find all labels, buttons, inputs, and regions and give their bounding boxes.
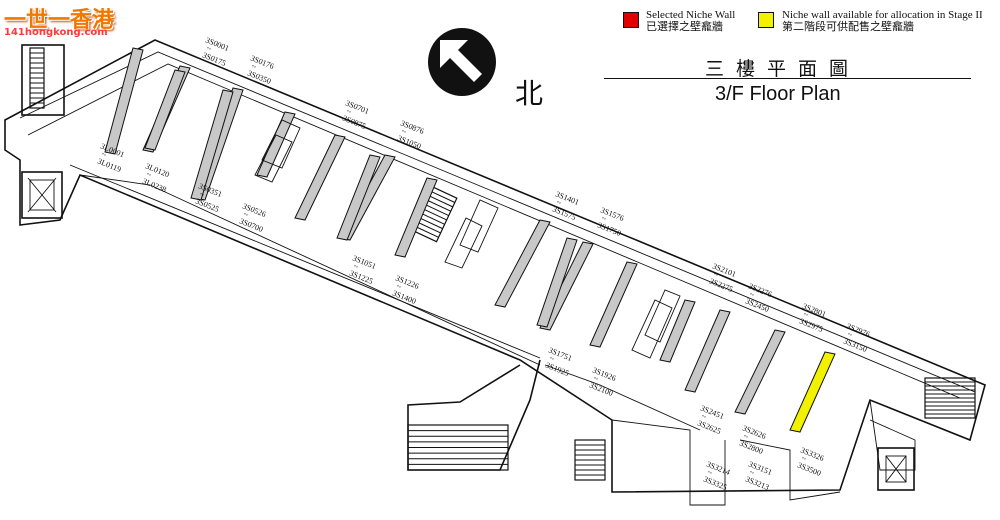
niche-label-end: 3S1225 [348, 269, 374, 287]
niche-wall [659, 299, 696, 363]
niche-label-sep: ~ [742, 432, 750, 442]
legend-selected: Selected Niche Wall 已選擇之壁龕牆 [646, 9, 735, 33]
legend-available: Niche wall available for allocation in S… [782, 9, 983, 33]
staircase-annex [407, 424, 606, 481]
site-logo: 一世一香港 141hongkong.com [2, 2, 128, 40]
niche-label-sep: ~ [706, 468, 714, 478]
niche-label-sep: ~ [198, 190, 206, 200]
niche-wall [190, 89, 234, 201]
staircase-left [29, 47, 45, 109]
legend-selected-en: Selected Niche Wall [646, 9, 736, 21]
niche-label-sep: ~ [748, 468, 756, 478]
niche-wall [294, 134, 346, 221]
niche-label-sep: ~ [700, 412, 708, 422]
niche-wall [144, 69, 186, 151]
niche-label-end: 3S3500 [796, 461, 822, 479]
niche-label-end: 3S1050 [396, 134, 422, 152]
niche-label-sep: ~ [555, 198, 563, 208]
title-rule [604, 78, 971, 79]
niche-wall [734, 329, 786, 415]
logo-url: 141hongkong.com [4, 27, 108, 38]
niche-label-sep: ~ [802, 310, 810, 320]
stair-step [429, 190, 456, 203]
niche-label-sep: ~ [846, 330, 854, 340]
niche-label-sep: ~ [242, 210, 250, 220]
niche-wall [256, 111, 296, 178]
niche-label-sep: ~ [548, 354, 556, 364]
stair-step [423, 203, 449, 217]
stair-step [425, 198, 451, 212]
niche-label-sep: ~ [592, 374, 600, 384]
legend-available-en: Niche wall available for allocation in S… [782, 9, 983, 21]
niche-label-sep: ~ [395, 282, 403, 292]
niche-label-end: 3S3150 [842, 337, 868, 355]
title-english: 3/F Floor Plan [715, 83, 841, 105]
legend-selected-zh: 已選擇之壁龕牆 [646, 21, 723, 33]
legend-swatch-selected [623, 12, 639, 28]
staircase-right [924, 377, 976, 419]
niche-wall [684, 309, 731, 393]
title-chinese: 三樓平面圖 [705, 58, 861, 80]
niche-label-sep: ~ [250, 62, 258, 72]
niche-label-sep: ~ [748, 290, 756, 300]
stair-step [421, 207, 447, 221]
niche-label-end: 3L0119 [96, 157, 122, 175]
niche-label-sep: ~ [712, 270, 720, 280]
niche-wall [494, 219, 551, 308]
niche-label-end: 3S1925 [544, 361, 570, 379]
niche-label-sep: ~ [145, 170, 153, 180]
niche-wall [394, 177, 438, 258]
niche-label-sep: ~ [400, 127, 408, 137]
legend-available-zh: 第二階段可供配售之壁龕牆 [782, 21, 914, 33]
niche-label-end: 3S3213 [744, 475, 770, 493]
niche-wall-available [789, 351, 836, 433]
legend-swatch-available [758, 12, 774, 28]
north-arrow-icon [428, 28, 496, 96]
niche-label-end: 3S1575 [551, 205, 577, 223]
niche-label-sep: ~ [800, 454, 808, 464]
niche-label-end: 3S1750 [596, 221, 622, 239]
north-label: 北 [515, 77, 544, 110]
stair-step [419, 211, 445, 225]
niche-wall [536, 237, 578, 328]
niche-label-end: 3L0238 [141, 177, 167, 195]
niche-label-sep: ~ [345, 107, 353, 117]
service-rooms [254, 119, 681, 359]
stair-step [427, 194, 453, 208]
niche-wall [104, 47, 144, 155]
niche-label-end: 3S1400 [391, 289, 417, 307]
niche-label-end: 3S2625 [696, 419, 722, 437]
stair-step [417, 216, 443, 230]
niche-label-end: 3S3325 [702, 475, 728, 493]
niche-walls [104, 47, 836, 433]
niche-label-sep: ~ [205, 44, 213, 54]
niche-wall [589, 261, 638, 348]
niche-label-end: 3S0875 [341, 114, 367, 132]
niche-label-end: 3S2100 [588, 381, 614, 399]
logo-name: 一世一香港 [4, 8, 115, 33]
niche-label-sep: ~ [100, 150, 108, 160]
building-outline [4, 39, 986, 506]
niche-wall [336, 154, 381, 241]
niche-label-sep: ~ [600, 214, 608, 224]
niche-label-end: 3S2800 [738, 439, 764, 457]
niche-label-end: 3S2450 [744, 297, 770, 315]
niche-label-sep: ~ [352, 262, 360, 272]
